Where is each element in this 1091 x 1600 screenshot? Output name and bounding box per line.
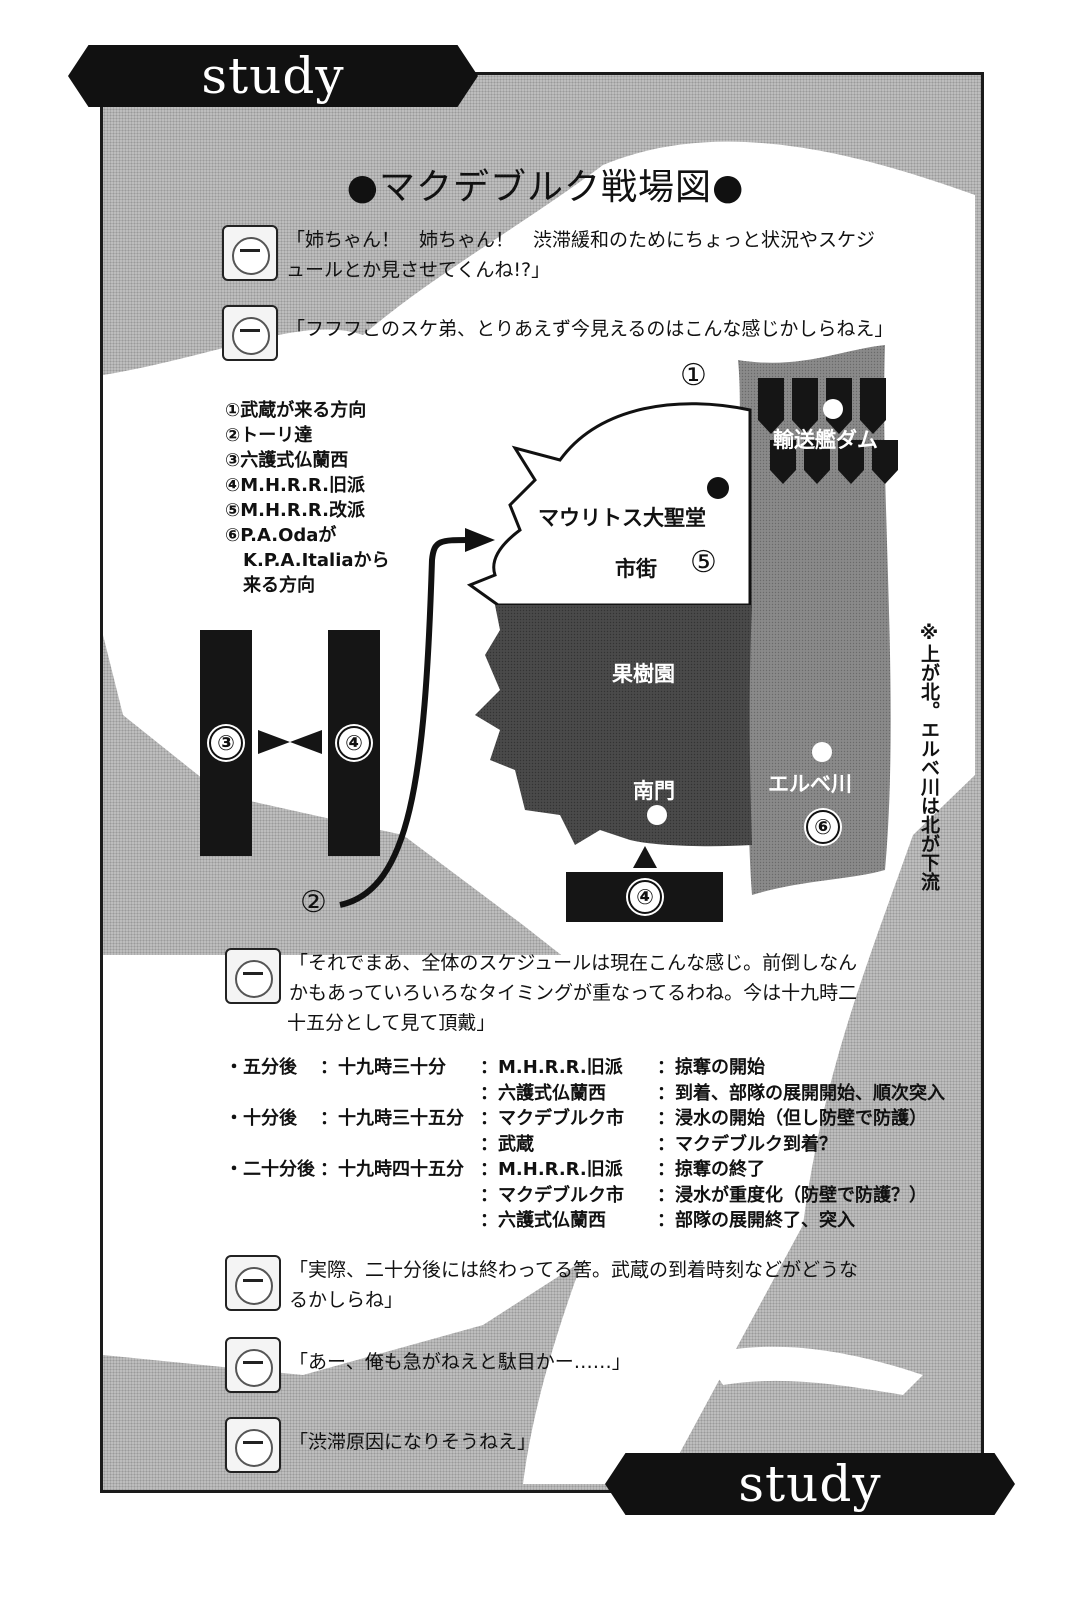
elbe-river xyxy=(738,345,891,895)
schedule-row: ・五分後 ：十九時三十分 ：M.H.R.R.旧派 ：掠奪の開始 xyxy=(225,1055,945,1081)
schedule-party: ：M.H.R.R.旧派 xyxy=(480,1057,623,1078)
dialogue-3: 「それでまあ、全体のスケジュールは現在こんな感じ。前倒しなん かもあっていろいろ… xyxy=(225,948,857,1008)
schedule-row: ：六護式仏蘭西 ：部隊の展開終了、突入 xyxy=(225,1208,945,1234)
character-avatar-icon xyxy=(225,1255,281,1311)
schedule-time: ：十九時三十分 xyxy=(320,1057,446,1078)
dialogue-line: 「あー、俺も急がねえと駄目かー……」 xyxy=(289,1351,631,1373)
dialogue-line: 「実際、二十分後には終わってる筈。武蔵の到着時刻などがどうな xyxy=(289,1259,859,1281)
city-area xyxy=(466,402,752,607)
south-gate-point-icon xyxy=(647,805,667,825)
dialogue-line: 「それでまあ、全体のスケジュールは現在こんな感じ。前倒しなん xyxy=(289,952,858,974)
schedule-event: ：浸水の開始（但し防壁で防護） xyxy=(657,1108,927,1129)
study-banner-bottom: study xyxy=(605,1453,1015,1515)
cathedral-point-icon xyxy=(707,477,729,499)
schedule-party: ：マクデブルク市 xyxy=(480,1184,624,1206)
marker-2: ② xyxy=(300,885,327,920)
schedule-time xyxy=(320,1208,480,1234)
schedule-party: ：六護式仏蘭西 xyxy=(480,1082,606,1104)
city-label: 市街 xyxy=(615,557,657,581)
character-avatar-icon xyxy=(222,305,278,361)
dialogue-6: 「渋滞原因になりそうねえ」 xyxy=(225,1417,536,1473)
dialogue-line: 「姉ちゃん！ 姉ちゃん！ 渋滞緩和のためにちょっと状況やスケジ xyxy=(286,229,876,251)
marker-5: ⑤ xyxy=(690,545,717,580)
schedule-row: ：六護式仏蘭西 ：到着、部隊の展開開始、順次突入 xyxy=(225,1081,945,1107)
schedule-offset: ・十分後 xyxy=(225,1108,297,1129)
dialogue-line: 十五分として見て頂戴」 xyxy=(287,1012,496,1034)
marker-4-west: ④ xyxy=(337,726,371,760)
schedule-offset: ・五分後 xyxy=(225,1057,297,1078)
dialogue-2: 「フフフこのスケ弟、とりあえず今見えるのはこんな感じかしらねえ」 xyxy=(222,305,893,361)
arrow-left-icon xyxy=(290,730,322,754)
legend-item: 来る方向 xyxy=(225,575,315,596)
schedule-table: ・五分後 ：十九時三十分 ：M.H.R.R.旧派 ：掠奪の開始 ：六護式仏蘭西 … xyxy=(225,1055,945,1234)
schedule-event: ：掠奪の終了 xyxy=(657,1159,765,1180)
schedule-offset xyxy=(225,1183,320,1209)
marker-6: ⑥ xyxy=(806,810,840,844)
dialogue-line: かもあっていろいろなタイミングが重なってるわね。今は十九時二 xyxy=(289,982,858,1004)
character-avatar-icon xyxy=(225,1417,281,1473)
elbe-label: エルベ川 xyxy=(768,772,852,796)
marker-4-south: ④ xyxy=(628,880,662,914)
orchard-area xyxy=(475,605,752,847)
page-title: ●マクデブルク戦場図● xyxy=(346,167,745,208)
schedule-row: ・十分後 ：十九時三十五分 ：マクデブルク市 ：浸水の開始（但し防壁で防護） xyxy=(225,1106,945,1132)
legend-item: ⑤M.H.R.R.改派 xyxy=(225,500,365,521)
arrow-right-icon xyxy=(258,730,290,754)
south-gate-label: 南門 xyxy=(633,779,675,803)
legend-item: K.P.A.Italiaから xyxy=(225,550,390,571)
schedule-event: ：到着、部隊の展開開始、順次突入 xyxy=(657,1082,945,1104)
schedule-event: ：浸水が重度化（防壁で防護？） xyxy=(657,1184,927,1206)
schedule-event: ：マクデブルク到着？ xyxy=(657,1133,837,1155)
study-banner-top: study xyxy=(68,45,478,107)
legend-item: ③六護式仏蘭西 xyxy=(225,450,349,471)
schedule-row: ：マクデブルク市 ：浸水が重度化（防壁で防護？） xyxy=(225,1183,945,1209)
schedule-party: ：武蔵 xyxy=(480,1133,534,1155)
schedule-event: ：掠奪の開始 xyxy=(657,1057,765,1078)
dialogue-1: 「姉ちゃん！ 姉ちゃん！ 渋滞緩和のためにちょっと状況やスケジ ュールとか見させ… xyxy=(222,225,875,285)
schedule-party: ：マクデブルク市 xyxy=(480,1108,624,1129)
schedule-party: ：六護式仏蘭西 xyxy=(480,1210,606,1231)
dam-label: 輸送艦ダム xyxy=(773,428,878,452)
map-legend: ①武蔵が来る方向 ②トーリ達 ③六護式仏蘭西 ④M.H.R.R.旧派 ⑤M.H.… xyxy=(225,398,390,598)
schedule-row: ・二十分後 ：十九時四十五分 ：M.H.R.R.旧派 ：掠奪の終了 xyxy=(225,1157,945,1183)
character-avatar-icon xyxy=(222,225,278,281)
orchard-label: 果樹園 xyxy=(612,662,675,686)
dialogue-4: 「実際、二十分後には終わってる筈。武蔵の到着時刻などがどうな るかしらね」 xyxy=(225,1255,858,1315)
dialogue-line: ュールとか見させてくんね!?」 xyxy=(286,259,551,281)
character-avatar-icon xyxy=(225,1337,281,1393)
schedule-event: ：部隊の展開終了、突入 xyxy=(657,1210,855,1231)
schedule-time: ：十九時四十五分 xyxy=(320,1159,464,1180)
schedule-offset xyxy=(225,1081,320,1107)
elbe-point-icon xyxy=(812,742,832,762)
marker-3: ③ xyxy=(209,726,243,760)
character-avatar-icon xyxy=(225,948,281,1004)
schedule-offset: ・二十分後 xyxy=(225,1159,315,1180)
legend-item: ④M.H.R.R.旧派 xyxy=(225,475,365,496)
schedule-time xyxy=(320,1132,480,1158)
schedule-offset xyxy=(225,1132,320,1158)
cathedral-label: マウリトス大聖堂 xyxy=(538,506,706,530)
arrow-up-icon xyxy=(633,846,657,868)
legend-item: ①武蔵が来る方向 xyxy=(225,400,367,421)
schedule-time xyxy=(320,1081,480,1107)
schedule-time xyxy=(320,1183,480,1209)
arrowhead-icon xyxy=(465,528,495,552)
map-orientation-note: ※上が北。エルベ川は北が下流 xyxy=(918,622,940,891)
schedule-offset xyxy=(225,1208,320,1234)
dialogue-line: 「フフフこのスケ弟、とりあえず今見えるのはこんな感じかしらねえ」 xyxy=(286,318,894,340)
marker-1: ① xyxy=(680,358,707,393)
dialogue-line: るかしらね」 xyxy=(289,1289,404,1311)
dam-point-icon xyxy=(823,399,843,419)
tori-path-arrow xyxy=(339,537,471,908)
transport-ship-dam xyxy=(758,378,898,484)
schedule-party: ：M.H.R.R.旧派 xyxy=(480,1159,623,1180)
schedule-row: ：武蔵 ：マクデブルク到着？ xyxy=(225,1132,945,1158)
legend-item: ⑥P.A.Odaが xyxy=(225,525,337,546)
schedule-time: ：十九時三十五分 xyxy=(320,1108,464,1129)
dialogue-line: 「渋滞原因になりそうねえ」 xyxy=(289,1431,537,1453)
legend-item: ②トーリ達 xyxy=(225,425,313,446)
dialogue-5: 「あー、俺も急がねえと駄目かー……」 xyxy=(225,1337,631,1393)
